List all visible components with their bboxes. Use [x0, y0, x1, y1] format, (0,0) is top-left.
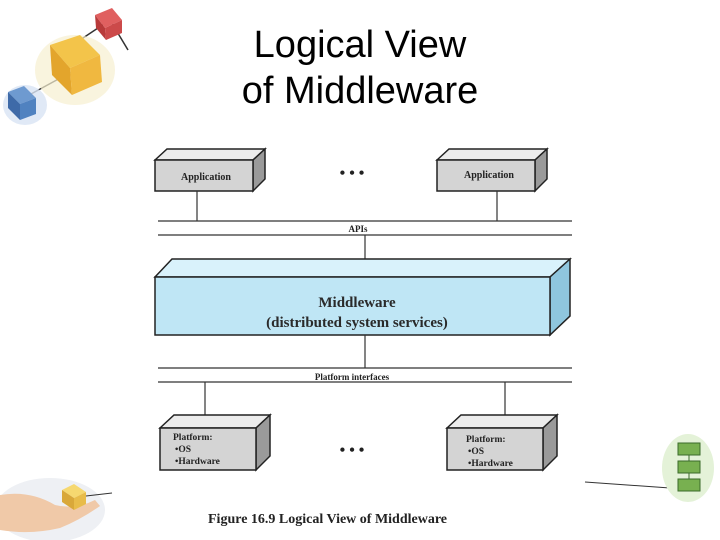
platform-left-title: Platform: [173, 433, 213, 443]
platform-right-title: Platform: [466, 435, 506, 445]
platform-interfaces-band [158, 367, 572, 383]
platform-right-item-os: •OS [468, 447, 484, 457]
green-flowchart-icon [584, 434, 714, 502]
platform-box-right [445, 413, 559, 472]
platform-box-left [158, 413, 272, 472]
ellipsis-bottom: • • • [340, 442, 365, 459]
apis-label: APIs [348, 224, 367, 234]
platform-interfaces-label: Platform interfaces [315, 372, 390, 382]
middleware-box [153, 257, 572, 337]
title-line-1: Logical View [253, 24, 467, 66]
middleware-title: Middleware [318, 295, 396, 311]
title-line-2: of Middleware [241, 70, 479, 112]
hand-cube-icon [0, 478, 113, 540]
application-box-right [435, 147, 549, 193]
middleware-subtitle: (distributed system services) [266, 315, 448, 331]
slide-title: Logical View of Middleware [200, 22, 520, 114]
platform-right-item-hardware: •Hardware [468, 459, 513, 469]
ellipsis-top: • • • [340, 165, 365, 182]
application-left-label: Application [181, 172, 231, 183]
platform-left-item-os: •OS [175, 445, 191, 455]
application-right-label: Application [464, 170, 514, 181]
cube-cluster-icon [3, 8, 129, 125]
platform-left-item-hardware: •Hardware [175, 457, 220, 467]
figure-caption: Figure 16.9 Logical View of Middleware [208, 512, 448, 527]
application-box-left [153, 147, 267, 193]
